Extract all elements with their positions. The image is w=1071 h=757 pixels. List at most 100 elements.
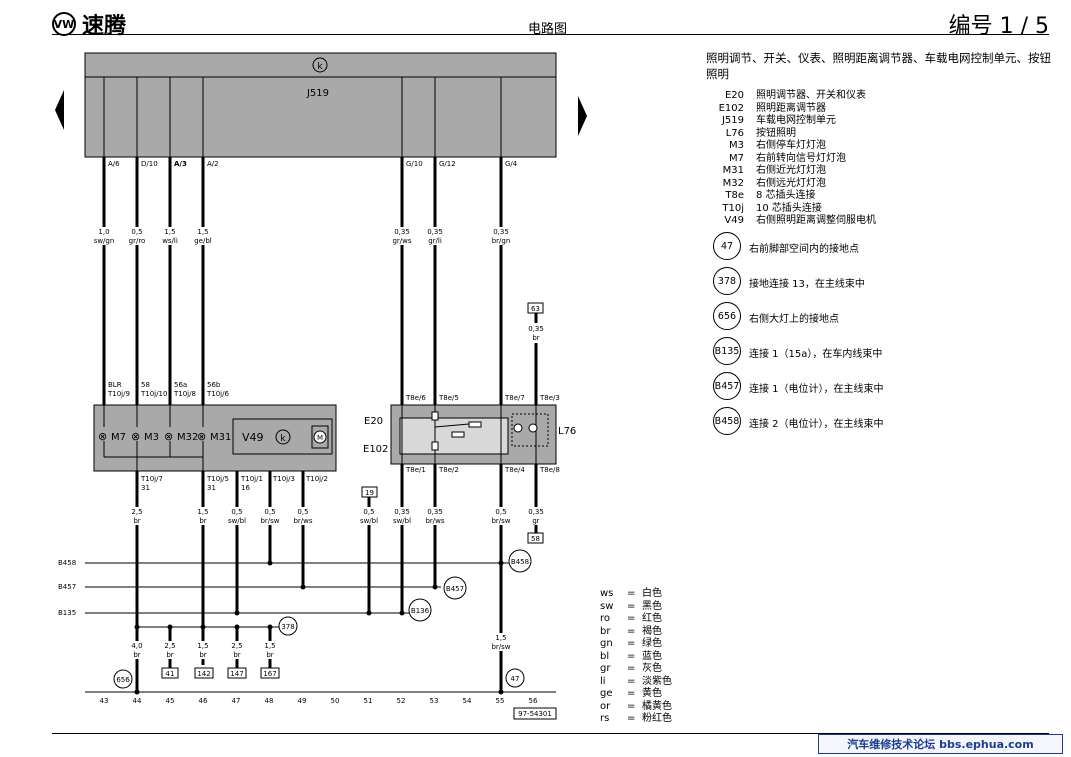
color-name: 白色 [642, 588, 662, 599]
track-number: 48 [265, 697, 274, 705]
reference-number: 147 [230, 670, 243, 678]
lamp-icon [513, 423, 523, 433]
pin-label: T8e/8 [539, 466, 560, 474]
wire-size: 0,35 [427, 228, 443, 236]
track-number: 49 [298, 697, 307, 705]
legend-code: M3 [729, 140, 744, 151]
legend-code: T8e [725, 190, 744, 201]
wire-size: 2,5 [231, 642, 242, 650]
legend-desc: 右侧停车灯灯泡 [756, 140, 826, 151]
bus-label: B135 [58, 609, 76, 617]
pin-label: T10j/8 [173, 390, 196, 398]
connector-label: B136 [411, 607, 430, 615]
color-name: 淡紫色 [642, 675, 672, 687]
legend-desc: 右侧近光灯灯泡 [756, 165, 826, 176]
pin-label: T10j/5 [206, 475, 229, 483]
ground-label: 656 [116, 676, 130, 684]
wire-size: 0,5 [297, 508, 308, 516]
connector-node [443, 576, 467, 600]
bulb-label: M3 [144, 432, 159, 443]
pin-label: T10j/10 [140, 390, 167, 398]
ground-node [278, 616, 298, 636]
wire-color: sw/bl [393, 517, 411, 525]
j519-label: J519 [306, 88, 329, 99]
track-number: 45 [166, 697, 175, 705]
ground-label: 378 [281, 623, 294, 631]
document-type: 电路图 [528, 22, 568, 37]
wire-color: br/gn [492, 237, 511, 245]
track-number: 53 [430, 697, 439, 705]
pin-label: T8e/4 [504, 466, 525, 474]
motor-glyph: k [280, 434, 286, 444]
header-divider [52, 34, 1049, 35]
vw-logo-icon: VW [52, 12, 76, 36]
pin-label: G/4 [505, 160, 518, 168]
ground-point-icon: 378 [713, 267, 741, 295]
wire-color: br [133, 517, 140, 525]
reference-number: 63 [531, 305, 540, 313]
terminal-name: 56a [174, 381, 187, 389]
bus-label: B457 [58, 583, 76, 591]
legend-code: T10j [722, 202, 744, 214]
wire-color: br [199, 651, 206, 659]
pin-label: A/6 [108, 160, 120, 168]
legend-desc: 右侧照明距离调整伺服电机 [756, 215, 876, 226]
wire-size: 0,35 [394, 228, 410, 236]
legend-code: M7 [729, 152, 744, 164]
legend-desc: 10 芯插头连接 [756, 202, 822, 214]
terminal-name: 31 [141, 484, 150, 492]
wire-color: gr [532, 517, 539, 525]
track-number: 56 [529, 697, 538, 705]
pin-label: T8e/5 [438, 394, 459, 402]
wire-color: ws/li [162, 237, 178, 245]
color-name: 灰色 [642, 663, 662, 674]
wire-color: br [532, 334, 539, 342]
ground-desc: 右侧大灯上的接地点 [749, 314, 839, 325]
wire-color: gr/li [428, 237, 442, 245]
pin-label: T10j/2 [305, 475, 328, 483]
ground-point-icon: 656 [713, 302, 741, 330]
track-number: 54 [463, 697, 472, 705]
diagram-title: 照明调节、开关、仪表、照明距离调节器、车载电网控制单元、按钮照明 [706, 51, 1051, 81]
wire-size: 0,35 [528, 508, 544, 516]
prev-page-arrow-icon[interactable] [55, 90, 64, 130]
wire-size: 1,5 [495, 634, 506, 642]
lamp-icon [528, 423, 538, 433]
wire-size: 0,35 [427, 508, 443, 516]
ground-point-icon: 47 [713, 232, 741, 260]
pin-label: T8e/7 [504, 394, 525, 402]
bulb-label: M32 [177, 432, 198, 443]
pin-label: G/10 [406, 160, 423, 168]
motor-symbol-icon [275, 429, 291, 445]
pin-label: T8e/6 [405, 394, 426, 402]
e20-label: E20 [364, 416, 383, 427]
color-name: 橘黄色 [642, 700, 672, 712]
reference-number: 142 [197, 670, 210, 678]
color-code: ws [600, 588, 614, 599]
ground-desc: 连接 1（电位计），在主线束中 [749, 384, 884, 395]
color-code: gr [600, 663, 611, 674]
wire-color: br [233, 651, 240, 659]
forum-watermark-link[interactable]: 汽车维修技术论坛 bbs.ephua.com [818, 734, 1063, 754]
color-name: 红色 [642, 613, 662, 624]
wire-size: 0,35 [394, 508, 410, 516]
reference-number: 58 [531, 535, 540, 543]
track-number: 50 [331, 697, 340, 705]
wire-color: br/ws [293, 517, 312, 525]
wire-color: br [133, 651, 140, 659]
next-page-arrow-icon[interactable] [578, 96, 587, 136]
ground-label: 47 [511, 675, 520, 683]
terminal-name: BLR [108, 381, 122, 389]
pin-label: A/3 [174, 160, 187, 168]
pin-label: T8e/3 [539, 394, 560, 402]
ground-node [113, 669, 133, 689]
wire-size: 2,5 [164, 642, 175, 650]
terminal-name: 16 [241, 484, 250, 492]
wire-color: br/ws [425, 517, 444, 525]
e102-label: E102 [363, 444, 388, 455]
pin-label: T10j/3 [272, 475, 295, 483]
wire-size: 1,0 [98, 228, 109, 236]
wire-size: 1,5 [197, 642, 208, 650]
bulb-m32-icon: ⊗ [164, 430, 173, 443]
